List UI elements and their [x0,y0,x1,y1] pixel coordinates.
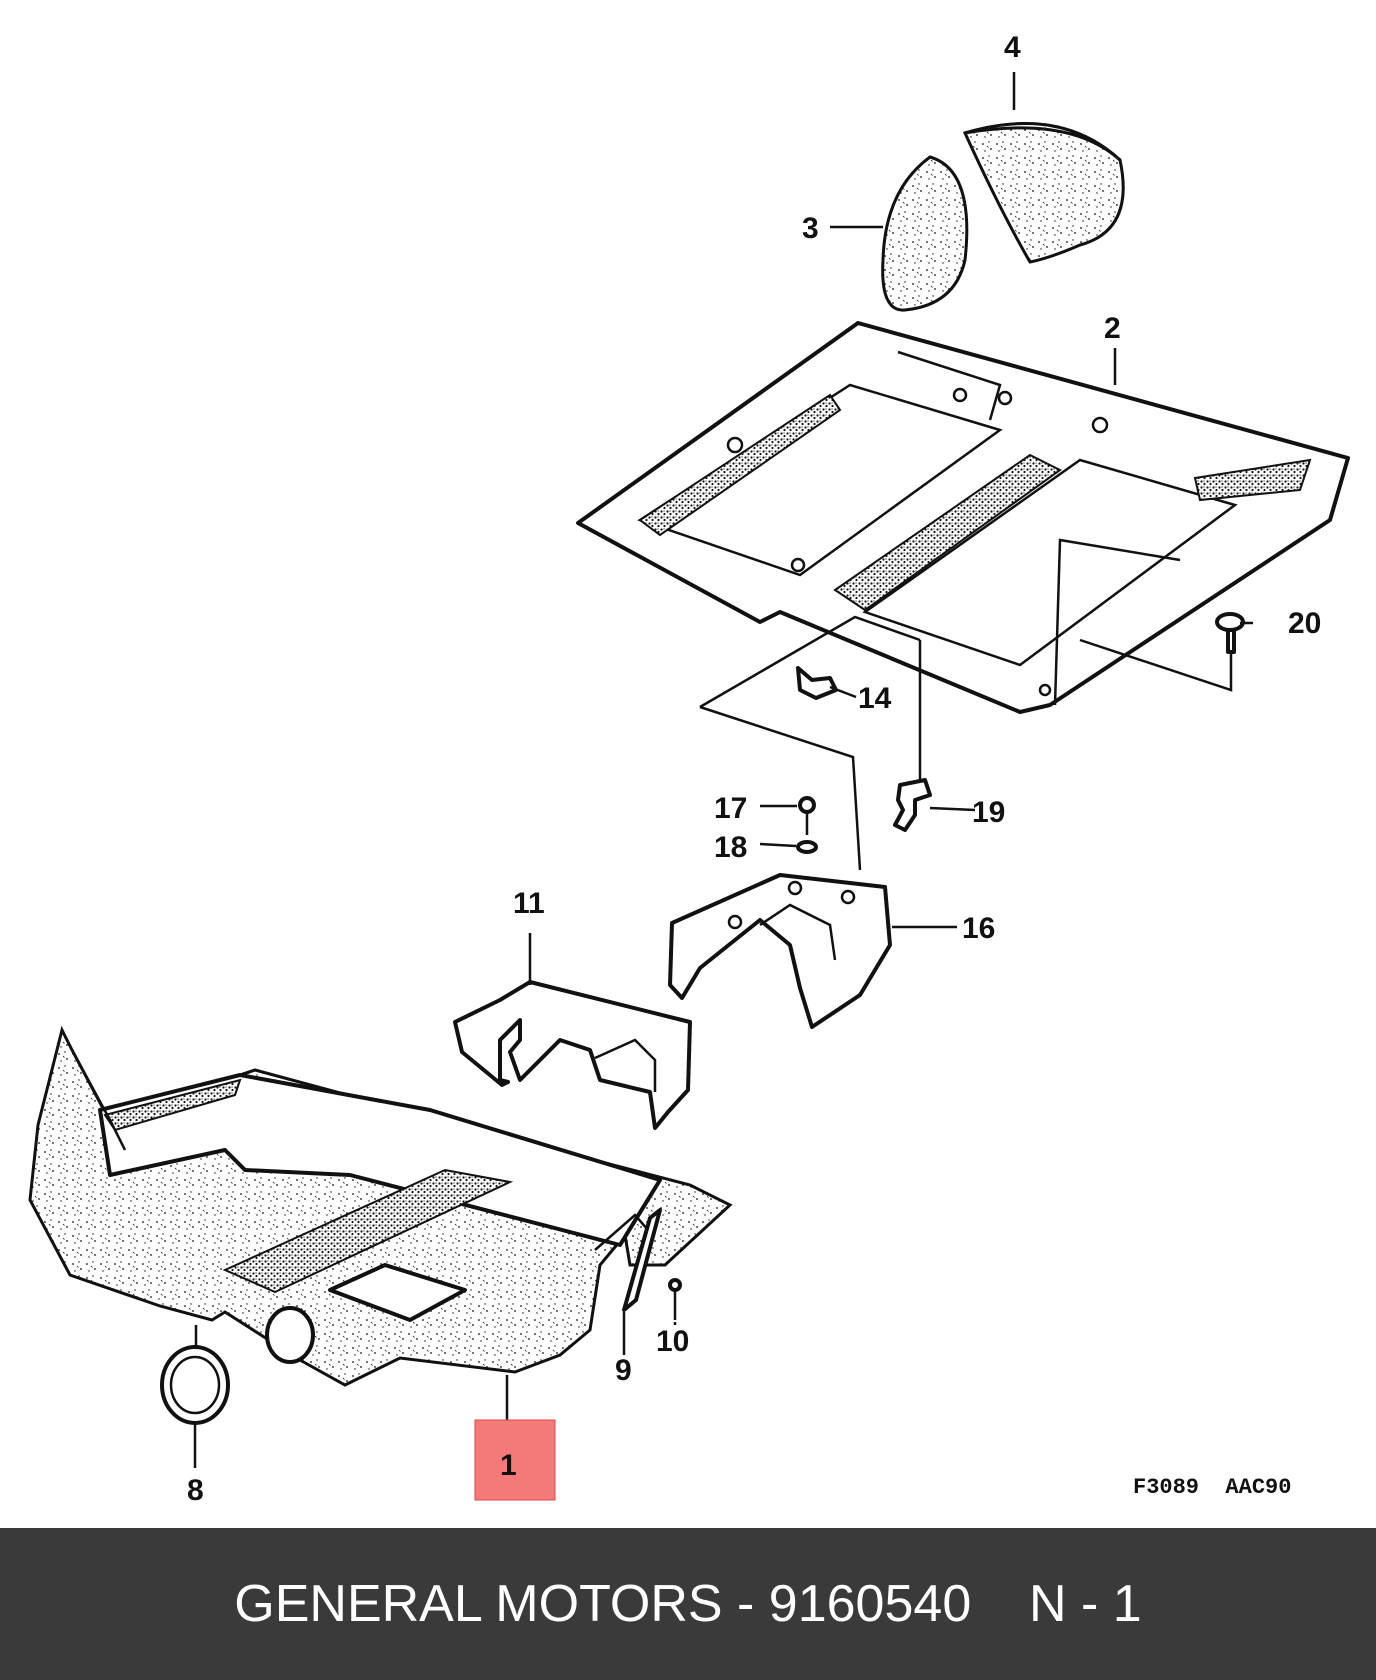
highlight-box [474,1419,556,1501]
part-19-hook [893,778,932,832]
callout-10: 10 [656,1325,689,1358]
part-1-front-carpet [28,1025,733,1387]
part-14-bracket [796,666,838,700]
callout-18: 18 [714,831,747,864]
callout-1: 1 [500,1449,517,1482]
part-16-tunnel-cover [668,873,892,1029]
part-8-ring [160,1345,230,1425]
part-17-bolt [798,796,816,835]
part-20-clip [1215,612,1245,654]
callout-8: 8 [187,1474,204,1507]
caption-gap [971,1574,1029,1634]
leader-lines [193,72,1253,1468]
part-4-insulation-pad [962,122,1125,264]
parts-diagram: 4 3 2 20 14 17 19 18 11 16 10 9 1 8 F308… [28,31,1350,1507]
part-9-trim-strip [622,1208,662,1312]
callout-20: 20 [1288,607,1321,640]
callout-2: 2 [1104,312,1121,345]
callout-19: 19 [972,796,1005,829]
caption-bar: GENERAL MOTORS - 9160540 N - 1 [0,1528,1376,1680]
part-2-rear-carpet [576,321,1350,714]
callout-11: 11 [513,887,545,920]
callout-14: 14 [858,682,892,715]
caption-position: N - 1 [1029,1575,1142,1633]
callout-17: 17 [714,792,747,825]
part-18-washer [796,840,818,854]
callout-9: 9 [615,1354,632,1387]
caption-part-number: 9160540 [768,1575,972,1633]
caption-separator: - [722,1575,769,1633]
callout-3: 3 [802,212,819,245]
part-11-console-bracket [453,980,692,1130]
callout-labels: 4 3 2 20 14 17 19 18 11 16 10 9 1 8 F308… [187,31,1321,1507]
callout-16: 16 [962,912,995,945]
callout-4: 4 [1004,31,1021,64]
drawing-code: F3089 AAC90 [1133,1475,1291,1500]
part-3-insulation-pad [881,155,969,312]
part-10-screw [668,1278,682,1320]
caption-manufacturer: GENERAL MOTORS [234,1575,723,1633]
